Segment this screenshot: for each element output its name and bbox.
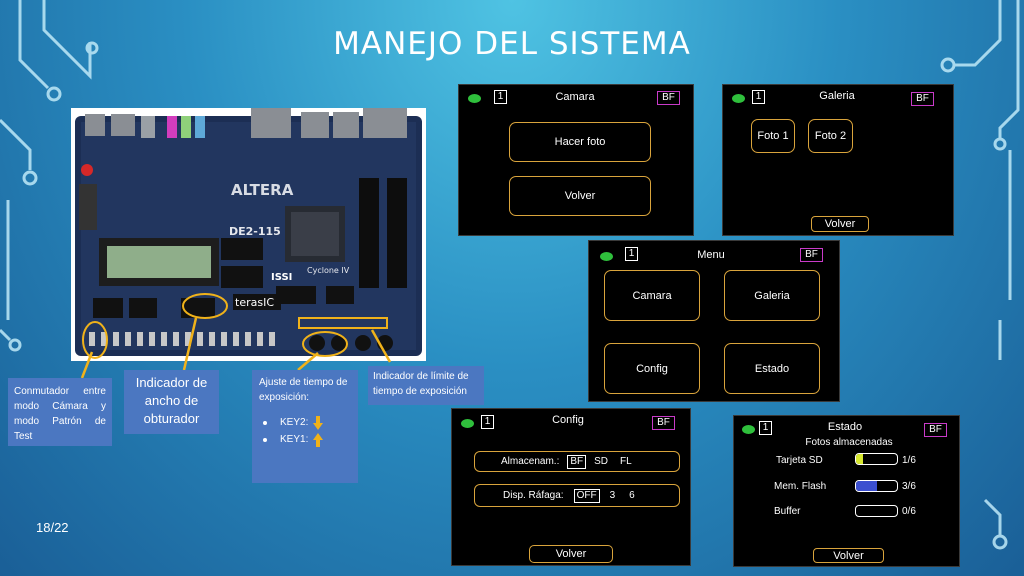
board-model: DE2-115 xyxy=(229,225,281,238)
back-button[interactable]: Volver xyxy=(811,216,869,232)
status-led-icon xyxy=(468,94,481,103)
key2-item: KEY2: xyxy=(259,415,351,430)
flash-label: Mem. Flash xyxy=(774,481,827,492)
slide-title: MANEJO DEL SISTEMA xyxy=(333,26,691,62)
sd-usage-fill xyxy=(856,454,863,464)
arrow-down-icon xyxy=(313,415,324,430)
screen-config: 1 Config BF Almacenam.: BF SD FL Disp. R… xyxy=(451,408,691,566)
flash-usage-bar xyxy=(855,480,898,492)
bf-badge: BF xyxy=(652,416,675,430)
take-photo-button[interactable]: Hacer foto xyxy=(509,122,651,162)
fpga-board-photo: ALTERA DE2-115 Cyclone IV ISSI terasIC xyxy=(71,108,426,361)
board-brand: ALTERA xyxy=(231,181,294,199)
buffer-value: 0/6 xyxy=(902,506,916,517)
sd-value: 1/6 xyxy=(902,455,916,466)
screen-menu: 1 Menu BF Camara Galeria Config Estado xyxy=(588,240,840,402)
menu-config-button[interactable]: Config xyxy=(604,343,700,394)
screen-title: Camara xyxy=(555,91,595,103)
storage-row[interactable]: Almacenam.: BF SD FL xyxy=(474,451,680,472)
menu-estado-button[interactable]: Estado xyxy=(724,343,820,394)
screen-estado: 1 Estado Fotos almacenadas BF Tarjeta SD… xyxy=(733,415,960,567)
burst-option-off[interactable]: OFF xyxy=(573,488,600,503)
menu-galeria-button[interactable]: Galeria xyxy=(724,270,820,321)
status-led-icon xyxy=(461,419,474,428)
burst-option-6[interactable]: 6 xyxy=(629,490,635,501)
flash-usage-fill xyxy=(856,481,877,491)
key1-label: KEY1: xyxy=(280,434,309,445)
photo-1-button[interactable]: Foto 1 xyxy=(751,119,795,153)
callout-switch: Conmutador entre modo Cámara y modo Patr… xyxy=(8,378,112,446)
screen-title: Galeria xyxy=(819,90,855,102)
status-led-icon xyxy=(600,252,613,261)
callout-limit: Indicador de límite de tiempo de exposic… xyxy=(368,366,484,405)
burst-row[interactable]: Disp. Ráfaga: OFF 3 6 xyxy=(474,484,680,507)
screen-title: Config xyxy=(552,414,584,426)
flash-value: 3/6 xyxy=(902,481,916,492)
status-led-icon xyxy=(732,94,745,103)
storage-option-sd[interactable]: SD xyxy=(594,456,609,467)
board-chip: Cyclone IV xyxy=(307,266,350,275)
bf-badge: BF xyxy=(657,91,680,105)
storage-option-fl[interactable]: FL xyxy=(620,456,632,467)
storage-option-bf[interactable]: BF xyxy=(567,454,587,469)
screen-camara: 1 Camara BF Hacer foto Volver xyxy=(458,84,694,236)
back-button[interactable]: Volver xyxy=(813,548,884,563)
screen-number: 1 xyxy=(625,247,638,261)
exposure-title: Ajuste de tiempo de exposición: xyxy=(259,377,348,403)
screen-number: 1 xyxy=(481,415,494,429)
bf-badge: BF xyxy=(800,248,823,262)
buffer-usage-bar xyxy=(855,505,898,517)
screen-number: 1 xyxy=(759,421,772,435)
screen-number: 1 xyxy=(494,90,507,104)
screen-number: 1 xyxy=(752,90,765,104)
sd-usage-bar xyxy=(855,453,898,465)
callout-exposure: Ajuste de tiempo de exposición: KEY2: KE… xyxy=(252,370,358,483)
screen-title: Estado xyxy=(827,421,863,433)
buffer-label: Buffer xyxy=(774,506,801,517)
screen-title: Menu xyxy=(697,249,725,261)
bf-badge: BF xyxy=(924,423,947,437)
status-led-icon xyxy=(742,425,755,434)
key2-label: KEY2: xyxy=(280,417,309,428)
photo-2-button[interactable]: Foto 2 xyxy=(808,119,853,153)
screen-galeria: 1 Galeria BF Foto 1 Foto 2 Volver xyxy=(722,84,954,236)
back-button[interactable]: Volver xyxy=(529,545,613,563)
menu-camara-button[interactable]: Camara xyxy=(604,270,700,321)
screen-subtitle: Fotos almacenadas xyxy=(805,437,893,448)
board-issi: ISSI xyxy=(271,272,292,283)
storage-label: Almacenam.: xyxy=(501,456,560,467)
callout-shutter: Indicador de ancho de obturador xyxy=(124,370,219,434)
burst-label: Disp. Ráfaga: xyxy=(503,490,564,501)
burst-option-3[interactable]: 3 xyxy=(609,490,616,501)
arrow-up-icon xyxy=(313,432,324,447)
key1-item: KEY1: xyxy=(259,432,351,447)
page-number: 18/22 xyxy=(36,520,69,535)
back-button[interactable]: Volver xyxy=(509,176,651,216)
bf-badge: BF xyxy=(911,92,934,106)
sd-label: Tarjeta SD xyxy=(776,455,823,466)
board-terasic: terasIC xyxy=(235,296,274,309)
